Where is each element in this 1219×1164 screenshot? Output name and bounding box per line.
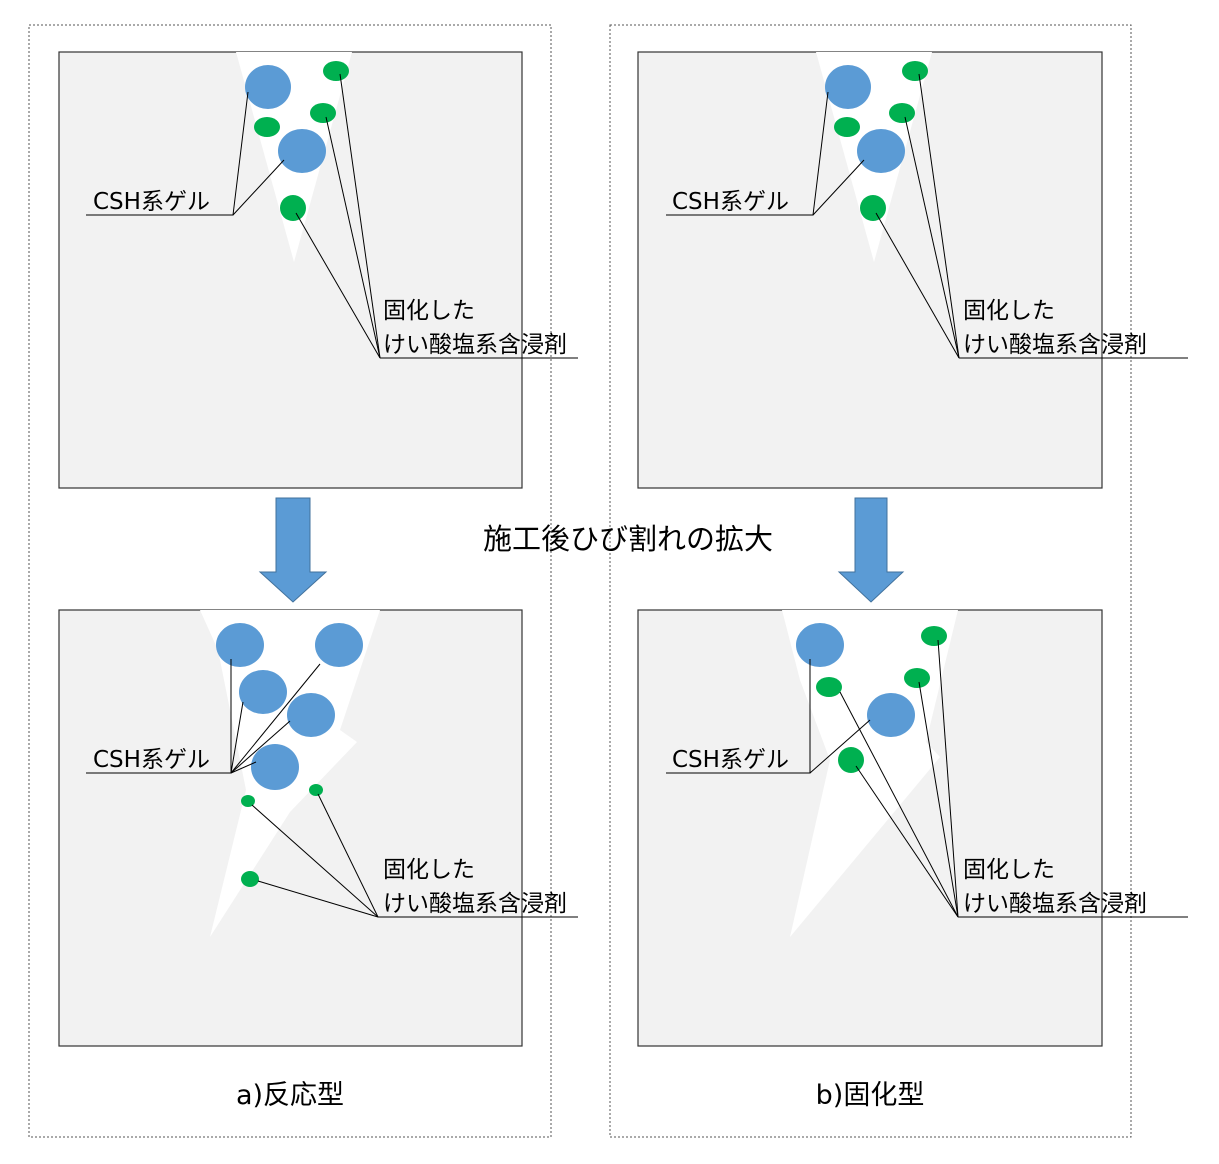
- agent-label-line1: 固化した: [963, 298, 1055, 324]
- leader-lines: [666, 639, 1188, 918]
- panel-b-before: CSH系ゲル 固化した けい酸塩系含浸剤: [637, 51, 1188, 489]
- agent-label-line1: 固化した: [383, 857, 475, 883]
- agent-label-line2: けい酸塩系含浸剤: [963, 891, 1147, 917]
- gel-label: CSH系ゲル: [672, 189, 789, 215]
- agent-particle: [309, 784, 323, 796]
- gel-particle: [315, 623, 363, 667]
- down-arrow-a: [258, 497, 328, 603]
- agent-particle: [860, 195, 886, 221]
- gel-particle: [867, 693, 915, 737]
- caption-b: b)固化型: [816, 1080, 925, 1111]
- agent-particle: [241, 871, 259, 887]
- gel-particle: [857, 129, 905, 173]
- agent-label-line2: けい酸塩系含浸剤: [383, 332, 567, 358]
- gel-particle: [216, 623, 264, 667]
- agent-particle: [838, 747, 864, 773]
- panel-a-after: CSH系ゲル 固化した けい酸塩系含浸剤: [58, 609, 578, 1047]
- expansion-label: 施工後ひび割れの拡大: [483, 522, 773, 556]
- down-arrow-b: [837, 497, 905, 603]
- gel-particle: [251, 744, 299, 790]
- panel-a-before: CSH系ゲル 固化した けい酸塩系含浸剤: [58, 51, 578, 489]
- gel-particle: [239, 670, 287, 714]
- agent-label-line2: けい酸塩系含浸剤: [383, 891, 567, 917]
- gel-particle: [245, 65, 291, 109]
- gel-particle: [796, 623, 844, 667]
- agent-particle: [902, 61, 928, 81]
- agent-particle: [254, 117, 280, 137]
- agent-particle: [280, 195, 306, 221]
- gel-label: CSH系ゲル: [672, 747, 789, 773]
- leader-lines: [86, 73, 578, 359]
- leader-lines: [86, 659, 578, 918]
- agent-label-line1: 固化した: [383, 298, 475, 324]
- agent-particle: [816, 677, 842, 697]
- caption-a: a)反応型: [236, 1080, 344, 1111]
- gel-particle: [825, 65, 871, 109]
- gel-label: CSH系ゲル: [93, 747, 210, 773]
- leader-lines: [666, 73, 1188, 359]
- agent-particle: [921, 626, 947, 646]
- agent-particle: [241, 795, 255, 807]
- panel-b-after: CSH系ゲル 固化した けい酸塩系含浸剤: [637, 609, 1188, 1047]
- group-frame-a: [28, 24, 552, 1138]
- agent-particle: [323, 61, 349, 81]
- agent-label-line1: 固化した: [963, 857, 1055, 883]
- gel-particle: [278, 129, 326, 173]
- group-frame-b: [609, 24, 1132, 1138]
- agent-particle: [904, 668, 930, 688]
- agent-particle: [834, 117, 860, 137]
- agent-particle: [310, 103, 336, 123]
- gel-particle: [287, 693, 335, 737]
- gel-label: CSH系ゲル: [93, 189, 210, 215]
- agent-label-line2: けい酸塩系含浸剤: [963, 332, 1147, 358]
- agent-particle: [889, 103, 915, 123]
